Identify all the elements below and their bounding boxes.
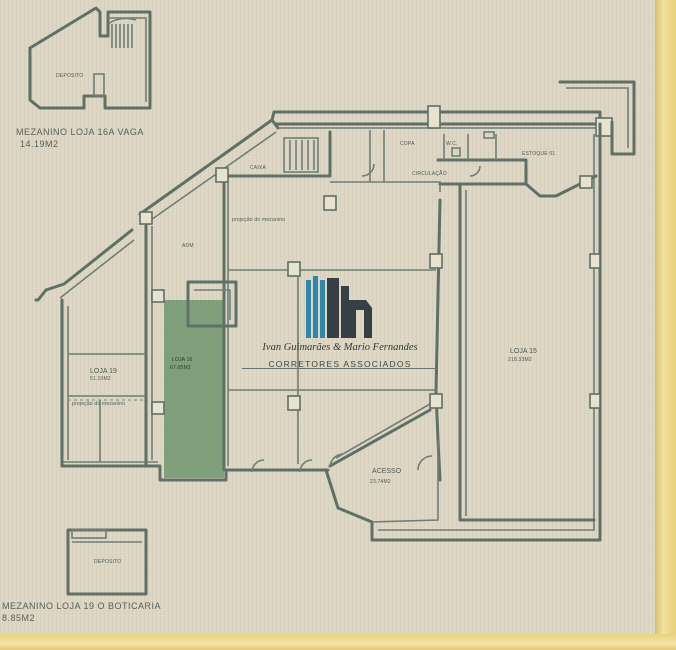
loja-15-label: LOJA 15 xyxy=(510,348,537,355)
mezanino-19-plan xyxy=(66,528,148,596)
estoque-label: ESTOQUE 01 xyxy=(522,151,556,157)
mezanino-16a-title: MEZANINO LOJA 16A VAGA xyxy=(16,127,144,137)
logo-subtitle-text: CORRETORES ASSOCIADOS xyxy=(268,359,412,369)
loja-19-area: 51.10M2 xyxy=(90,376,111,382)
realtor-logo-watermark: Ivan Guimarães & Mario Fernandes CORRETO… xyxy=(236,276,444,376)
gold-frame-right xyxy=(655,0,676,650)
main-building-walls xyxy=(34,80,636,542)
loja-15-area: 218.33M2 xyxy=(508,357,532,363)
loja-16-label: LOJA 16 xyxy=(172,357,193,363)
copa-label: COPA xyxy=(400,141,415,147)
mezanino-19-area: 8.85M2 xyxy=(2,613,36,623)
loja-19-label: LOJA 19 xyxy=(90,368,117,375)
projecao-top-label: projeção do mezanino xyxy=(232,217,286,223)
mezanino-16a-room-label: DEPOSITO xyxy=(56,73,84,79)
gold-frame-bottom xyxy=(0,634,676,650)
acesso-area: 23.74M2 xyxy=(370,479,391,485)
mezanino-16a-plan xyxy=(28,6,152,110)
mezanino-19-title: MEZANINO LOJA 19 O BOTICARIA xyxy=(2,601,162,611)
logo-name-text: Ivan Guimarães & Mario Fernandes xyxy=(262,342,418,353)
circulacao-label: CIRCULAÇÃO xyxy=(412,171,447,177)
projecao-left-label: projeção do mezanino xyxy=(72,401,126,407)
floor-plan-drawing xyxy=(28,6,636,596)
caixa-label: CAIXA xyxy=(250,165,267,171)
highlighted-unit-loja-16 xyxy=(164,300,224,478)
wc-label: W.C. xyxy=(446,141,458,147)
logo-divider xyxy=(242,368,438,369)
acesso-label: ACESSO xyxy=(372,468,402,475)
mezanino-19-room-label: DEPOSITO xyxy=(94,559,122,565)
loja-16-area: 67.05M2 xyxy=(170,365,191,371)
adm-label: ADM xyxy=(182,243,194,249)
mezanino-16a-area: 14.19M2 xyxy=(20,139,59,149)
building-logo-icon xyxy=(306,276,372,338)
